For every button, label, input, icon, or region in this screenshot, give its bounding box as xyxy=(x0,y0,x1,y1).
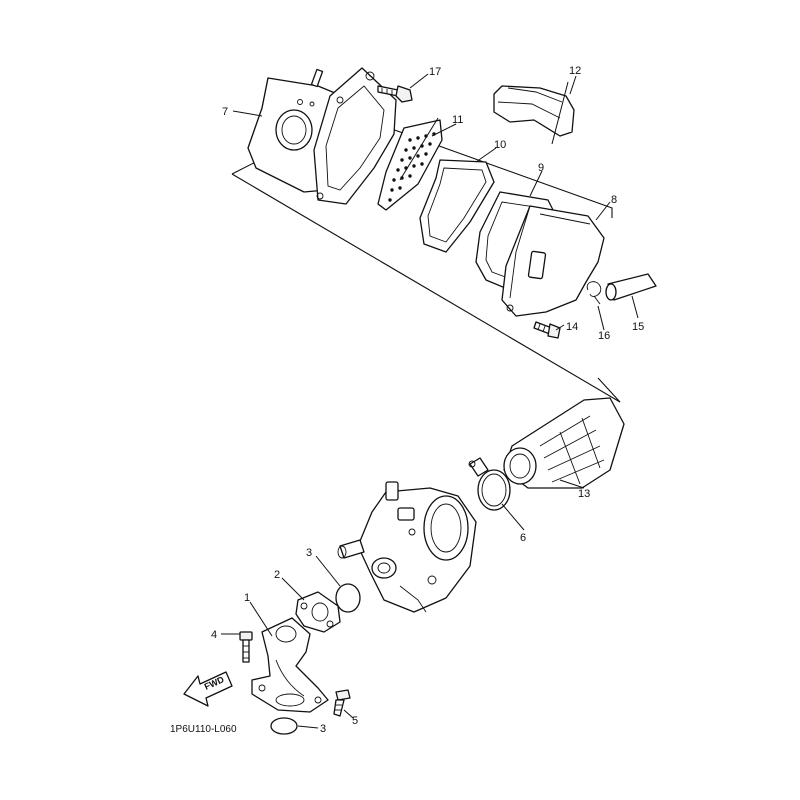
diagram-code: 1P6U110-L060 xyxy=(170,724,237,735)
drain-hose[interactable] xyxy=(605,273,657,301)
clip[interactable] xyxy=(586,281,602,305)
callout-8[interactable]: 8 xyxy=(611,194,617,206)
air-filter-element[interactable] xyxy=(419,159,495,253)
callout-13[interactable]: 13 xyxy=(578,488,590,500)
callout-6[interactable]: 6 xyxy=(520,532,526,544)
callouts: 7 8 9 10 11 12 17 14 16 15 13 6 3 2 1 4 … xyxy=(211,65,644,735)
callout-3-lower[interactable]: 3 xyxy=(320,723,326,735)
callout-17[interactable]: 17 xyxy=(429,66,441,78)
air-box-cap[interactable] xyxy=(501,205,605,317)
callout-12[interactable]: 12 xyxy=(569,65,581,77)
leader-lines xyxy=(221,73,639,729)
callout-1[interactable]: 1 xyxy=(244,592,250,604)
callout-9[interactable]: 9 xyxy=(538,162,544,174)
callout-4[interactable]: 4 xyxy=(211,629,217,641)
o-ring-upper[interactable] xyxy=(335,583,361,613)
carburetor-joint[interactable] xyxy=(503,397,625,489)
bolt-14[interactable] xyxy=(533,321,561,339)
callout-11[interactable]: 11 xyxy=(452,114,463,126)
callout-3-upper[interactable]: 3 xyxy=(306,547,312,559)
o-ring-lower[interactable] xyxy=(270,717,298,735)
element-holder[interactable] xyxy=(313,67,397,205)
callout-14[interactable]: 14 xyxy=(566,321,578,333)
bolt-5[interactable] xyxy=(333,689,351,717)
callout-15[interactable]: 15 xyxy=(632,321,644,333)
seal[interactable] xyxy=(493,85,575,137)
carburetor-assembly xyxy=(337,481,477,613)
callout-16[interactable]: 16 xyxy=(598,330,610,342)
bolt-4[interactable] xyxy=(239,631,253,663)
callout-2[interactable]: 2 xyxy=(274,569,280,581)
mesh-screen[interactable] xyxy=(377,119,443,211)
insulator[interactable] xyxy=(295,591,341,633)
callout-5[interactable]: 5 xyxy=(352,715,358,727)
callout-10[interactable]: 10 xyxy=(494,139,506,151)
fwd-arrow-icon: FWD xyxy=(183,671,233,707)
callout-7[interactable]: 7 xyxy=(222,106,228,118)
hose-clamp[interactable] xyxy=(468,457,511,511)
intake-manifold[interactable] xyxy=(251,617,329,713)
bolt-17[interactable] xyxy=(377,85,413,103)
